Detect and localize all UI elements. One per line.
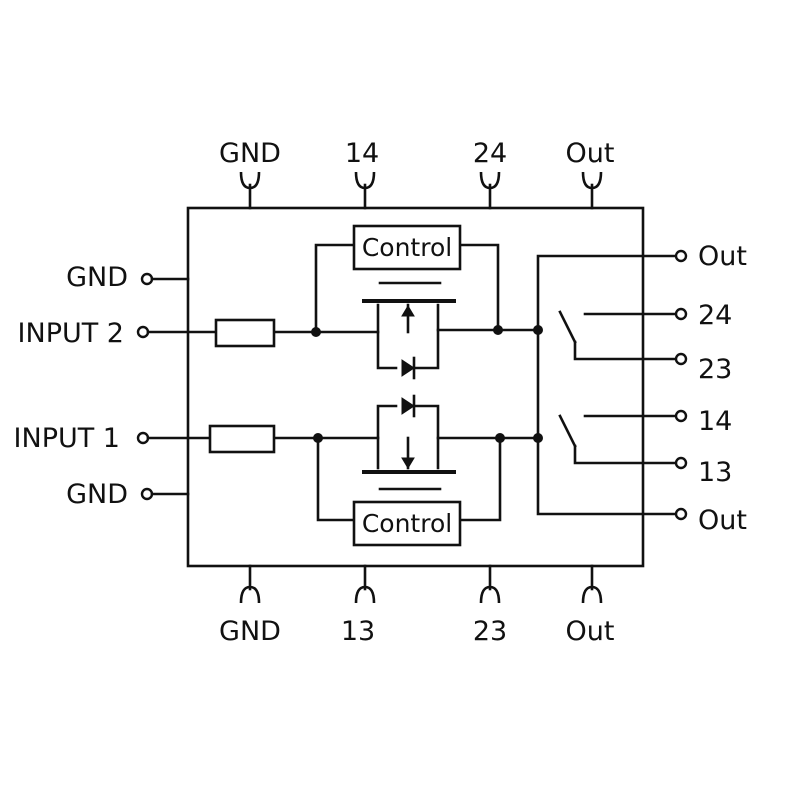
right-terminal-23 [674,352,688,366]
right-terminal-14 [674,409,688,423]
input2-wiring [146,243,500,334]
top-pin-14 [354,171,376,210]
control-label-top: Control [362,233,452,262]
bottom-pin-23 [479,564,501,604]
contact-14-13 [558,414,678,465]
bottom-label-23: 23 [473,616,507,647]
control-block-top: Control [352,224,462,271]
right-terminal-out-bottom [674,507,688,521]
left-terminal-gnd-bottom [140,487,154,501]
right-label-23: 23 [698,354,732,385]
top-label-gnd: GND [219,138,281,169]
bottom-label-13: 13 [341,616,375,647]
mosfet-top [314,299,500,380]
input1-wiring [146,436,502,522]
top-label-out: Out [566,138,615,169]
bottom-pin-13 [354,564,376,604]
left-terminal-gnd-top [140,272,154,286]
right-label-24: 24 [698,300,732,331]
control-label-bottom: Control [362,509,452,538]
left-terminal-input1 [136,431,150,445]
bottom-pin-out [581,564,603,604]
left-label-gnd-top: GND [66,262,128,293]
left-label-input2: INPUT 2 [18,318,124,349]
right-label-out-bottom: Out [698,505,747,536]
right-label-14: 14 [698,406,732,437]
contact-24-23 [558,310,678,361]
fuse-input2 [214,318,276,348]
top-label-24: 24 [473,138,507,169]
top-pin-out [581,171,603,210]
output-bus [496,254,678,516]
right-label-out-top: Out [698,241,747,272]
right-terminal-out-top [674,249,688,263]
bottom-label-out: Out [566,616,615,647]
mosfet-bottom [316,394,502,474]
right-label-13: 13 [698,457,732,488]
top-pin-gnd [239,171,261,210]
top-label-14: 14 [345,138,379,169]
fuse-input1 [208,424,276,454]
left-label-input1: INPUT 1 [14,423,120,454]
left-label-gnd-bottom: GND [66,479,128,510]
bottom-pin-gnd [239,564,261,604]
right-terminal-24 [674,307,688,321]
left-terminal-input2 [136,325,150,339]
bottom-label-gnd: GND [219,616,281,647]
right-terminal-13 [674,456,688,470]
control-block-bottom: Control [352,500,462,547]
housing-outline [186,206,645,568]
top-pin-24 [479,171,501,210]
